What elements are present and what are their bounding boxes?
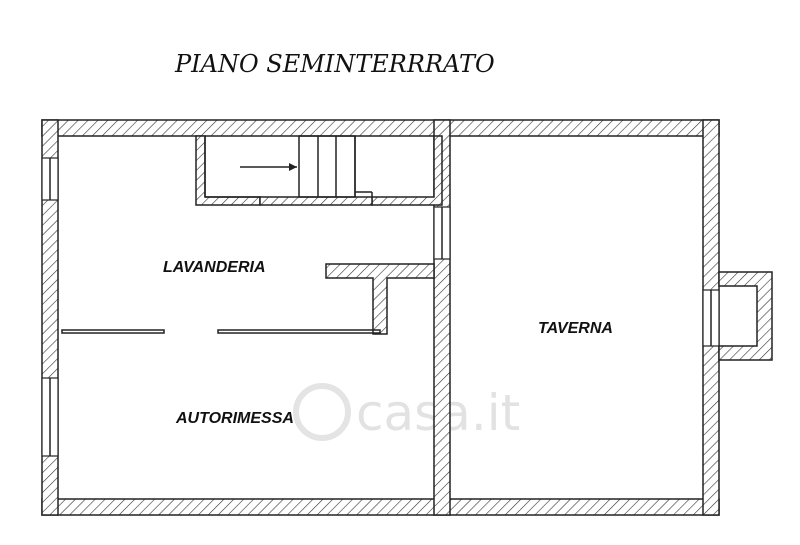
left-windows — [41, 157, 59, 457]
stair-direction-arrow-icon — [240, 163, 297, 171]
light-well — [718, 271, 773, 361]
room-label-lavanderia: LAVANDERIA — [163, 259, 266, 276]
watermark: casa.it — [293, 383, 520, 442]
central-wall-opening — [433, 206, 451, 260]
plan-title: PIANO SEMINTERRRATO — [174, 50, 495, 78]
room-label-taverna: TAVERNA — [538, 320, 613, 337]
interior-partitions — [61, 263, 435, 335]
room-label-autorimessa: AUTORIMESSA — [175, 410, 294, 427]
right-wall-opening — [702, 289, 720, 347]
staircase — [195, 135, 443, 206]
